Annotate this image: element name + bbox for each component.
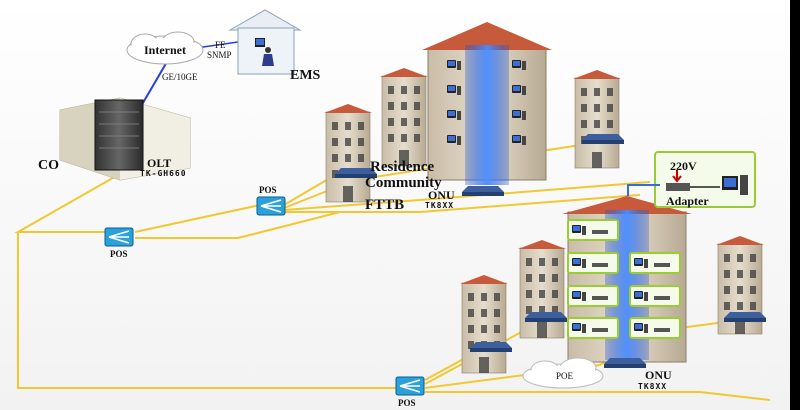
- pos-splitter-bottom: [395, 376, 425, 396]
- onu-unit: [568, 220, 618, 240]
- snmp-label: SNMP: [207, 50, 232, 60]
- pos-bottom-label: POS: [398, 398, 416, 408]
- adapter-link: [627, 184, 660, 196]
- voltage-label: 220V: [670, 159, 697, 173]
- olt-model-label: TK-GH660: [140, 169, 187, 178]
- uplink-line: [139, 59, 169, 109]
- ems-house: [228, 9, 302, 75]
- switch: [525, 312, 567, 322]
- building: [572, 69, 622, 169]
- olt-label: OLT: [147, 156, 172, 170]
- internet-cloud: [126, 31, 204, 65]
- onu-unit: [630, 253, 680, 273]
- residence-label: Residence: [370, 159, 435, 175]
- uplink-label: GE/10GE: [162, 72, 198, 82]
- co-label: CO: [38, 158, 59, 173]
- building: [379, 67, 429, 167]
- onu-bottom-label: ONU: [645, 368, 672, 382]
- onu-unit: [568, 286, 618, 306]
- fttb-label: FTTB: [365, 197, 405, 213]
- onu-device-bottom: [604, 358, 646, 368]
- fe-label: FE: [215, 40, 226, 50]
- ems-label: EMS: [290, 68, 321, 83]
- co-room: [59, 97, 191, 181]
- adapter-panel: [654, 151, 756, 208]
- pos-left-label: POS: [110, 249, 128, 259]
- poe-cloud: [522, 357, 604, 389]
- onu-unit: [630, 286, 680, 306]
- onu-bottom-model-label: TK8XX: [638, 382, 668, 391]
- switch: [470, 342, 512, 352]
- switch: [724, 312, 766, 322]
- onu-unit: [568, 253, 618, 273]
- onu-top-label: ONU: [428, 188, 455, 202]
- switch: [582, 134, 624, 144]
- main-building-top: [422, 22, 552, 185]
- pos-top-label: POS: [259, 185, 277, 195]
- pos-splitter-top: [256, 196, 286, 216]
- internet-label: Internet: [144, 43, 186, 57]
- building: [459, 274, 509, 374]
- adapter-label: Adapter: [666, 194, 709, 208]
- onu-top-model-label: TK8XX: [425, 201, 455, 210]
- community-label: Community: [365, 175, 442, 191]
- onu-unit: [568, 318, 618, 338]
- fe-line: [195, 41, 239, 49]
- building: [517, 239, 567, 339]
- poe-label: POE: [556, 371, 574, 381]
- onu-unit: [630, 318, 680, 338]
- onu-device-top: [462, 186, 504, 196]
- pos-splitter-left: [104, 227, 134, 247]
